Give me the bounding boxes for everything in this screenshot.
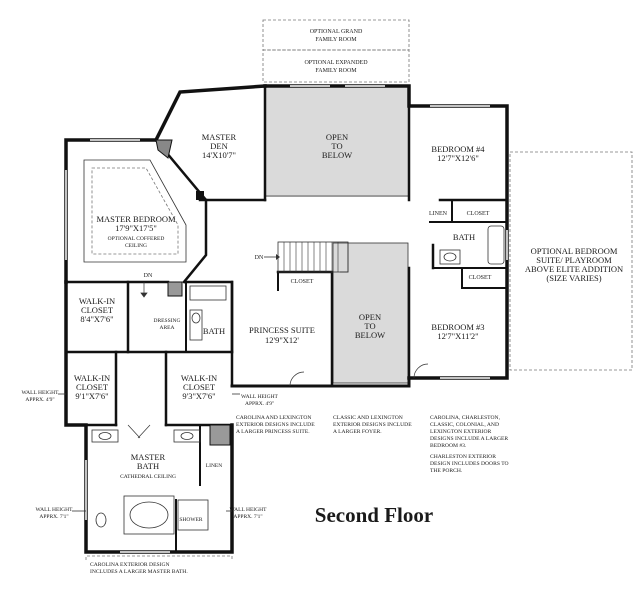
- wall-height-left-1: WALL HEIGHT: [22, 390, 60, 396]
- master-bedroom-note-2: CEILING: [125, 243, 147, 249]
- linen-top-label: LINEN: [429, 211, 448, 217]
- closet-b3-label: CLOSET: [469, 275, 492, 281]
- note-carolina-lexington-3: A LARGER PRINCESS SUITE.: [236, 429, 310, 435]
- walk-in-top-label-1: WALK-IN: [79, 296, 115, 306]
- expanded-family-room-label-1: OPTIONAL EXPANDED: [304, 60, 368, 66]
- princess-closet-label: CLOSET: [291, 279, 314, 285]
- open-top-label-2: TO: [331, 141, 342, 151]
- master-closet-column: [167, 281, 183, 297]
- wall-height-mid-1: WALL HEIGHT: [241, 394, 279, 400]
- wall-height-bottom-right-2: APPRX. 7'1": [233, 514, 262, 520]
- wall-height-left-2: APPRX. 4'9": [25, 397, 54, 403]
- wall-height-bottom-right-1: WALL HEIGHT: [230, 507, 268, 513]
- bedroom4-dims: 12'7"X12'6": [437, 153, 479, 163]
- bedroom3-dims: 12'7"X11'2": [437, 331, 478, 341]
- wall-height-callouts: WALL HEIGHT APPRX. 4'9" WALL HEIGHT APPR…: [22, 390, 279, 520]
- staircase: [264, 241, 349, 273]
- note-carolina-master-bath-1: CAROLINA EXTERIOR DESIGN: [90, 562, 170, 568]
- master-bedroom-note-1: OPTIONAL COFFERED: [108, 236, 165, 242]
- walk-in-right-label-2: CLOSET: [183, 382, 216, 392]
- coffered-ceiling-outline: [83, 159, 187, 263]
- master-bedroom-label: MASTER BEDROOM: [96, 214, 176, 224]
- walk-in-left-dims: 9'1"X7'6": [75, 391, 108, 401]
- closet-b4-label: CLOSET: [467, 211, 490, 217]
- exterior-design-notes: CAROLINA AND LEXINGTON EXTERIOR DESIGNS …: [85, 415, 509, 575]
- dn-master-label: DN: [144, 273, 153, 279]
- plan-title: Second Floor: [315, 503, 433, 527]
- walk-in-right-label-1: WALK-IN: [181, 373, 217, 383]
- dressing-area-label-2: AREA: [160, 325, 175, 331]
- wall-height-bottom-left-1: WALL HEIGHT: [36, 507, 74, 513]
- optional-suite-label-1: OPTIONAL BEDROOM: [531, 246, 618, 256]
- expanded-family-room-label-2: FAMILY ROOM: [315, 68, 357, 74]
- optional-suite-label-3: ABOVE ELITE ADDITION: [525, 264, 623, 274]
- bedroom4-label: BEDROOM #4: [431, 144, 485, 154]
- walk-in-right-dims: 9'3"X7'6": [182, 391, 215, 401]
- master-bedroom-dims: 17'9"X17'5": [115, 223, 157, 233]
- master-bath-label-1: MASTER: [131, 452, 166, 462]
- optional-bedroom-suite-outline: [509, 151, 633, 371]
- walk-in-top-label-2: CLOSET: [81, 305, 114, 315]
- note-classic-lexington-2: EXTERIOR DESIGNS INCLUDE: [333, 422, 412, 428]
- optional-suite-label-2: SUITE/ PLAYROOM: [536, 255, 612, 265]
- note-charleston-2: DESIGN INCLUDES DOORS TO: [430, 461, 509, 467]
- note-carolina-lexington-1: CAROLINA AND LEXINGTON: [236, 415, 311, 421]
- den-column: [196, 191, 204, 200]
- open-top-label-1: OPEN: [326, 132, 348, 142]
- open-mid-label-2: TO: [364, 321, 375, 331]
- note-charleston-3: THE PORCH.: [430, 468, 463, 474]
- princess-suite-dims: 12'9"X12': [265, 335, 299, 345]
- walk-in-left-label-1: WALK-IN: [74, 373, 110, 383]
- master-den-dims: 14'X10'7": [202, 150, 236, 160]
- dn-stairs-label: DN: [255, 255, 264, 261]
- optional-expanded-family-room-outline: [262, 49, 410, 83]
- note-carolina-charleston-4: DESIGNS INCLUDE A LARGER: [430, 436, 508, 442]
- master-bath-column: [209, 424, 231, 446]
- bedroom3-label: BEDROOM #3: [431, 322, 484, 332]
- bath-right-label: BATH: [453, 232, 475, 242]
- master-den-label-1: MASTER: [202, 132, 237, 142]
- note-carolina-charleston-3: LEXINGTON EXTERIOR: [430, 429, 492, 435]
- walk-in-left-label-2: CLOSET: [76, 382, 109, 392]
- master-bath-note: CATHEDRAL CEILING: [120, 474, 176, 480]
- master-bath-label-2: BATH: [137, 461, 159, 471]
- note-carolina-charleston-5: BEDROOM #3.: [430, 443, 467, 449]
- grand-family-room-label-1: OPTIONAL GRAND: [310, 29, 363, 35]
- optional-suite-label-4: (SIZE VARIES): [546, 273, 601, 283]
- note-carolina-lexington-2: EXTERIOR DESIGNS INCLUDE: [236, 422, 315, 428]
- grand-family-room-label-2: FAMILY ROOM: [315, 37, 357, 43]
- wall-height-bottom-left-2: APPRX. 7'1": [39, 514, 68, 520]
- master-den-label-2: DEN: [210, 141, 227, 151]
- open-top-label-3: BELOW: [322, 150, 352, 160]
- linen-bottom-label: LINEN: [206, 463, 223, 469]
- wall-height-mid-2: APPRX. 4'9": [245, 401, 274, 407]
- note-carolina-master-bath-2: INCLUDES A LARGER MASTER BATH.: [90, 569, 188, 575]
- princess-suite-label: PRINCESS SUITE: [249, 325, 315, 335]
- note-charleston-1: CHARLESTON EXTERIOR: [430, 454, 496, 460]
- optional-grand-family-room-outline: [262, 19, 410, 51]
- shower-label: SHOWER: [179, 517, 203, 523]
- fireplace-corner: [155, 139, 173, 159]
- note-carolina-charleston-1: CAROLINA, CHARLESTON,: [430, 415, 501, 421]
- open-to-below-top-area: [266, 87, 408, 197]
- open-mid-label-1: OPEN: [359, 312, 381, 322]
- bath-fixtures: [91, 225, 505, 535]
- door-swings: [127, 282, 429, 439]
- walk-in-top-dims: 8'4"X7'6": [80, 314, 113, 324]
- open-to-below-middle-area: [333, 243, 408, 383]
- dressing-area-label-1: DRESSING: [154, 318, 181, 324]
- note-classic-lexington-3: A LARGER FOYER.: [333, 429, 382, 435]
- room-labels: OPTIONAL GRAND FAMILY ROOM OPTIONAL EXPA…: [74, 29, 623, 523]
- note-classic-lexington-1: CLASSIC AND LEXINGTON: [333, 415, 403, 421]
- note-carolina-charleston-2: CLASSIC, COLONIAL, AND: [430, 422, 499, 428]
- windows: [65, 85, 508, 553]
- bath-master-small-label: BATH: [203, 326, 225, 336]
- open-mid-label-3: BELOW: [355, 330, 385, 340]
